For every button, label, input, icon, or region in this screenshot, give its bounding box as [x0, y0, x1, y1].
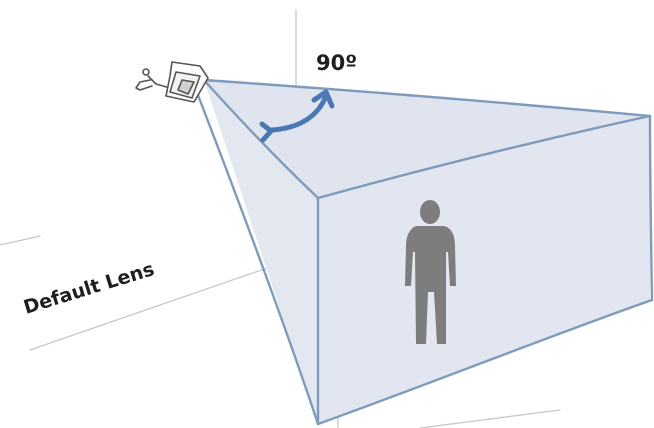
angle-label: 90º	[316, 51, 357, 75]
fov-far-face	[318, 116, 650, 424]
lens-label: Default Lens	[21, 258, 157, 319]
security-camera-icon	[135, 61, 209, 103]
curved-double-arrow-icon	[259, 89, 335, 143]
person-silhouette-icon	[405, 200, 456, 344]
